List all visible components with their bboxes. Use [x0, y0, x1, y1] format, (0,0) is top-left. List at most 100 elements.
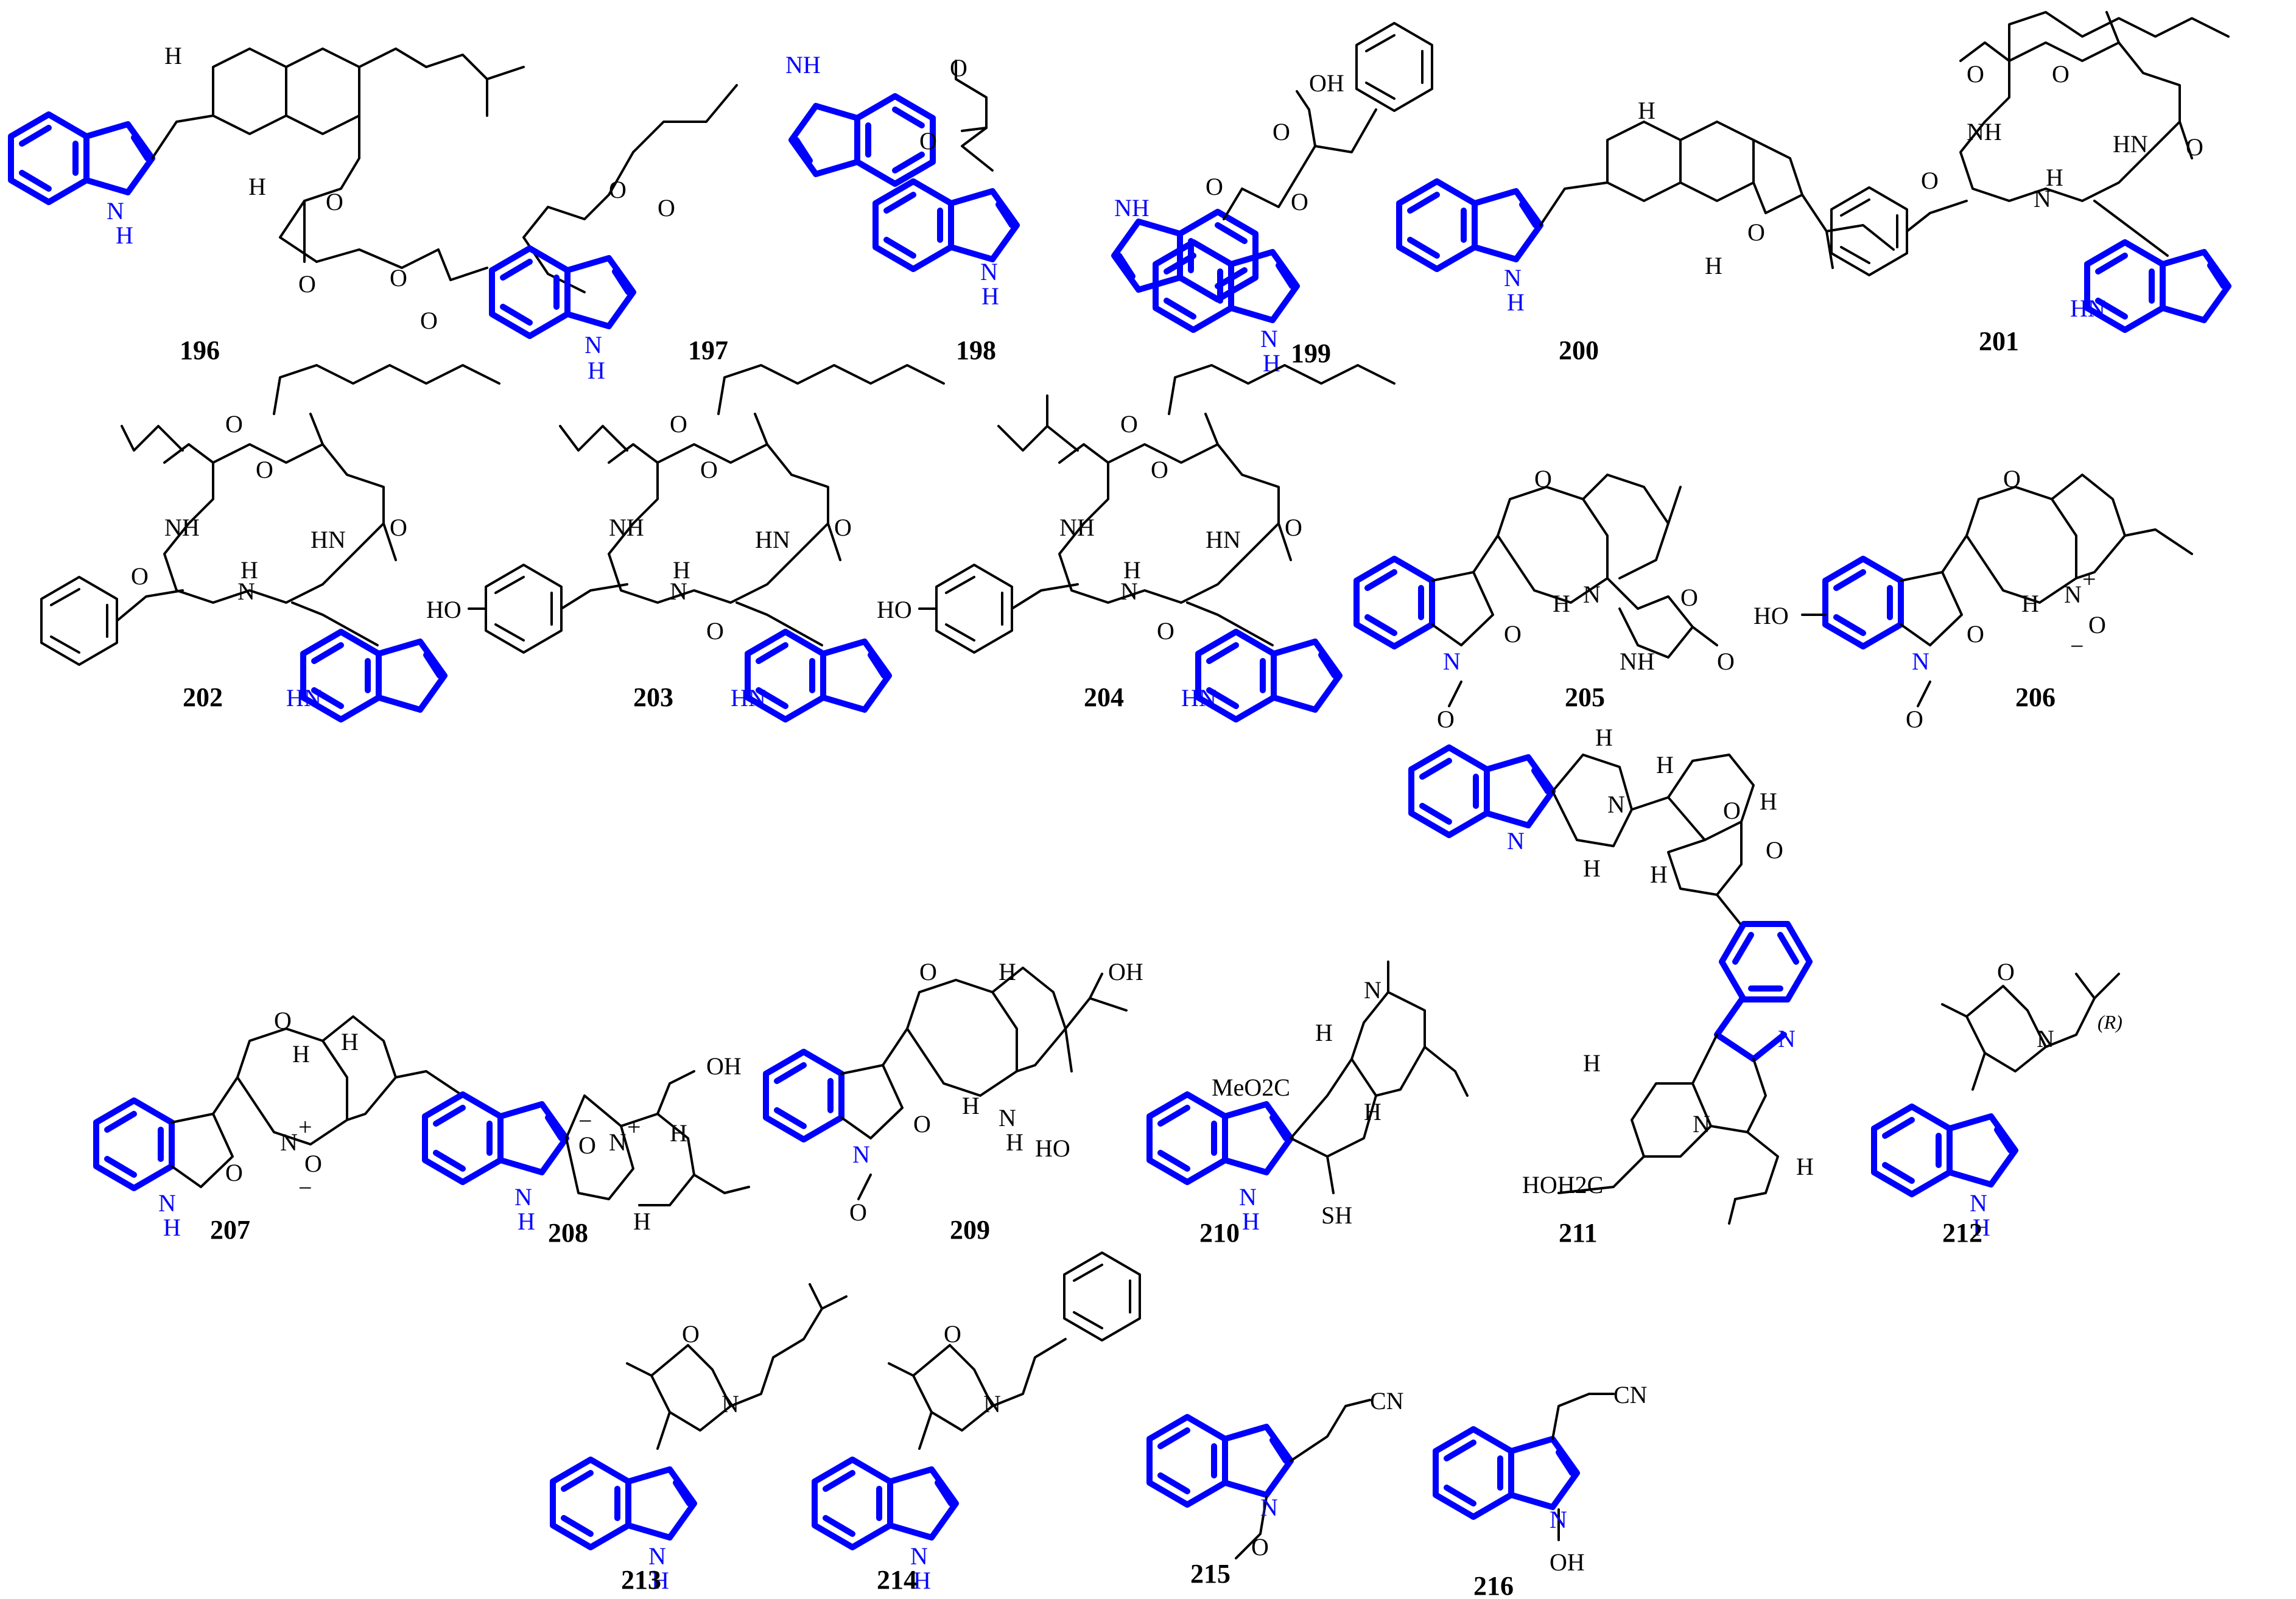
atom-label: SH — [1321, 1202, 1352, 1229]
atom-label: NH — [1114, 194, 1150, 222]
compound-number: 213 — [621, 1565, 661, 1595]
atom-label: HN — [286, 684, 321, 712]
atom-label: O — [1251, 1533, 1269, 1561]
compound-number: 198 — [956, 335, 996, 365]
compound-number: 205 — [1565, 682, 1605, 712]
atom-label: N — [648, 1542, 666, 1570]
atom-label: O — [834, 514, 852, 541]
atom-label: H — [1583, 855, 1601, 882]
atom-label: O — [1717, 648, 1735, 675]
atom-label: H — [981, 282, 999, 310]
atom-label: N — [237, 578, 255, 605]
atom-label: HN — [755, 526, 790, 553]
compound-number: 204 — [1084, 682, 1124, 712]
compound-202: O O NH HN O O N H HN 202 — [40, 364, 500, 719]
atom-label: O — [256, 456, 273, 483]
atom-label: O — [2003, 465, 2021, 492]
atom-label: HO — [1035, 1135, 1070, 1162]
atom-label: O — [131, 562, 149, 590]
atom-label: O — [1291, 188, 1308, 215]
compound-number: 214 — [877, 1565, 917, 1595]
compound-197: NH O O N H 197 — [492, 51, 933, 384]
atom-label: H — [1638, 97, 1655, 124]
atom-label: O — [700, 456, 718, 483]
atom-label: H — [1123, 556, 1141, 584]
atom-label: O — [2186, 133, 2203, 161]
compound-209: O H OH N O H N H HO O 209 — [766, 958, 1143, 1245]
atom-label: HO — [426, 596, 462, 623]
compound-number: 199 — [1291, 338, 1331, 368]
atom-label: N — [1260, 325, 1278, 352]
atom-label: OH — [1309, 69, 1344, 97]
atom-label: N — [1970, 1189, 1987, 1217]
atom-label: − — [298, 1174, 312, 1202]
atom-label: O — [1723, 797, 1741, 824]
atom-label: N — [980, 258, 998, 285]
atom-label: − — [2070, 632, 2084, 660]
compound-204: O O NH HN O O N H HO HN 204 — [877, 364, 1396, 719]
atom-label: N — [2064, 581, 2082, 608]
atom-label: O — [390, 514, 407, 541]
atom-label: O — [1680, 584, 1698, 611]
atom-label: NH — [785, 51, 821, 79]
atom-label: H — [1507, 289, 1525, 316]
atom-label: H — [670, 1119, 687, 1147]
atom-label: O — [706, 617, 724, 645]
atom-label: H — [913, 1567, 931, 1594]
atom-label: H — [962, 1092, 980, 1119]
atom-label: O — [2088, 611, 2106, 639]
compound-number: 215 — [1190, 1559, 1231, 1589]
atom-label: OH — [706, 1052, 742, 1080]
atom-label: O — [225, 410, 243, 438]
compound-number: 202 — [183, 682, 223, 712]
atom-label: O — [1285, 514, 1302, 541]
atom-label: NH — [1620, 648, 1655, 675]
atom-label: NH — [164, 514, 200, 541]
atom-label: HN — [311, 526, 346, 553]
compound-number: 201 — [1979, 326, 2019, 356]
compound-210: N H MeO2C H N H SH 210 — [1150, 960, 1469, 1248]
atom-label: N — [852, 1141, 870, 1168]
atom-label: O — [1997, 958, 2015, 985]
compound-215: CN N O 215 — [1150, 1387, 1404, 1589]
atom-label: H — [1973, 1214, 1990, 1241]
compound-196: H N H H O O O O 196 — [11, 42, 525, 365]
atom-label: NH — [609, 514, 644, 541]
atom-label: N — [2037, 1025, 2054, 1052]
atom-label: HN — [2113, 130, 2148, 158]
atom-label: O — [1534, 465, 1552, 492]
atom-label: O — [326, 188, 343, 215]
atom-label: N — [721, 1390, 739, 1418]
atom-label: (R) — [2098, 1011, 2122, 1033]
atom-label: H — [1796, 1153, 1814, 1180]
atom-label: O — [304, 1150, 322, 1177]
atom-label: H — [1595, 724, 1613, 751]
atom-label: N — [983, 1390, 1001, 1418]
compound-198: O O NH N H 198 — [876, 54, 1255, 365]
atom-label: N — [1260, 1494, 1278, 1521]
atom-label: OH — [1108, 958, 1143, 985]
atom-label: HN — [1206, 526, 1241, 553]
atom-label: N — [2034, 185, 2051, 212]
atom-label: + — [627, 1113, 641, 1141]
atom-label: N — [1550, 1506, 1567, 1533]
atom-label: O — [1157, 617, 1174, 645]
atom-label: O — [274, 1007, 292, 1034]
atom-label: CN — [1613, 1381, 1648, 1408]
atom-label: + — [2082, 565, 2096, 593]
atom-label: H — [2021, 590, 2039, 617]
atom-label: NH — [1059, 514, 1095, 541]
atom-label: O — [1120, 410, 1138, 438]
atom-label: H — [1650, 861, 1668, 888]
atom-label: H — [1553, 590, 1570, 617]
compound-216: CN N OH 216 — [1436, 1381, 1648, 1599]
atom-label: N — [1504, 264, 1522, 292]
atom-label: HO — [1754, 602, 1789, 629]
atom-label: + — [298, 1113, 312, 1141]
atom-label: O — [1766, 836, 1783, 864]
atom-label: H — [673, 556, 690, 584]
atom-label: O — [682, 1320, 700, 1348]
atom-label: HN — [1181, 684, 1216, 712]
atom-label: H — [1315, 1019, 1333, 1046]
compound-206: O H HO N O O N + O − 206 — [1754, 465, 2193, 733]
